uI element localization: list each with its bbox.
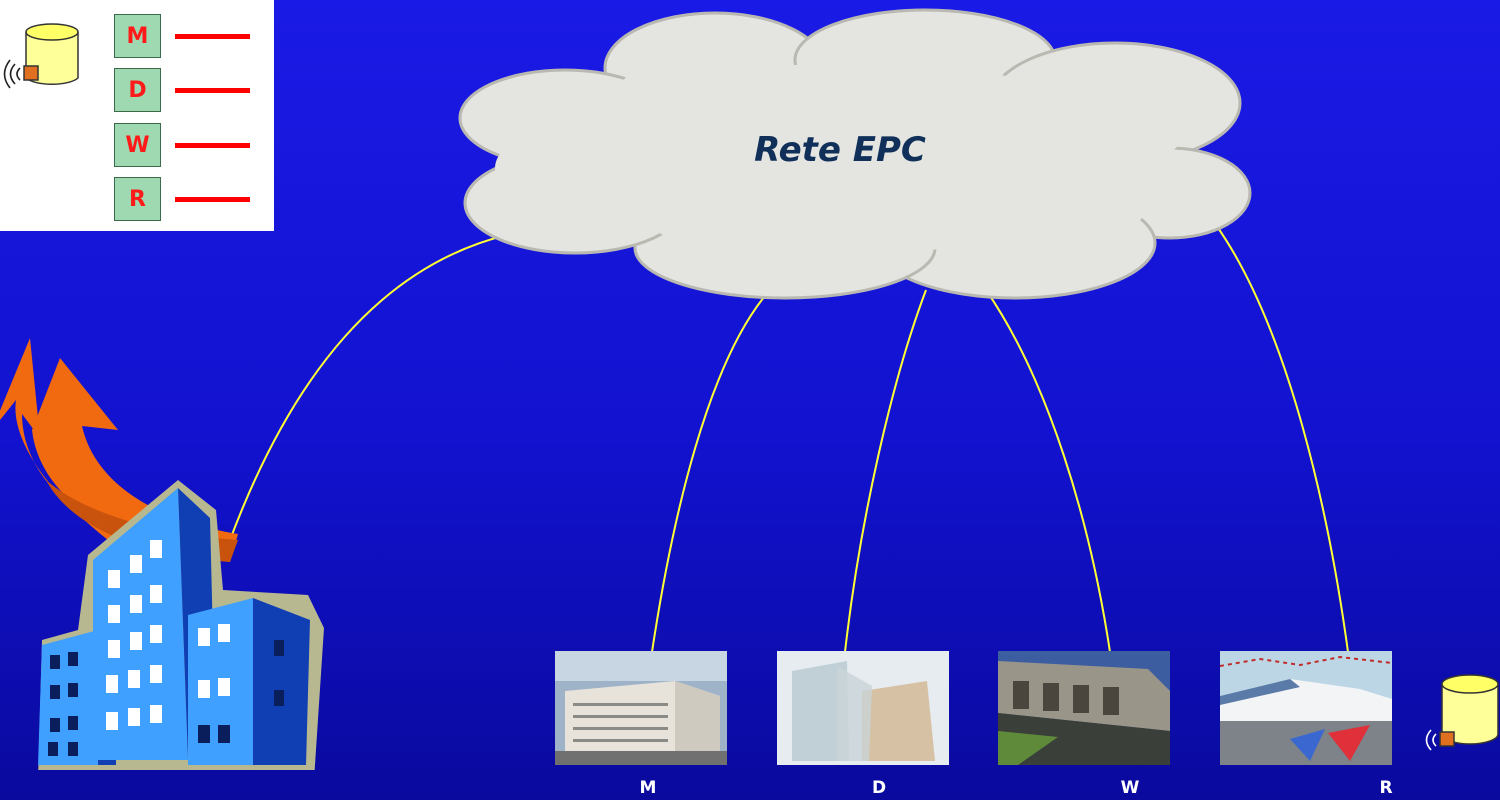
stage-line-d — [175, 88, 250, 93]
stage-line-w — [175, 143, 250, 148]
tag-history-panel: M D W R — [0, 0, 274, 231]
site-label-d: D — [871, 778, 887, 798]
stage-box-r: R — [114, 177, 161, 221]
buildings-icon — [38, 480, 324, 770]
stage-box-m: M — [114, 14, 161, 58]
site-photo-d — [777, 651, 949, 765]
database-tag-icon — [3, 23, 79, 89]
database-tag-icon — [1425, 674, 1499, 751]
link-site-r — [1215, 224, 1349, 653]
site-label-w: W — [1120, 778, 1140, 798]
site-label-m: M — [639, 778, 657, 798]
stage-box-w: W — [114, 123, 161, 167]
stage-box-d: D — [114, 68, 161, 112]
stage-line-m — [175, 34, 250, 39]
cloud-label: Rete EPC — [754, 130, 926, 170]
link-hq — [229, 231, 521, 541]
site-label-r: R — [1379, 778, 1393, 798]
link-site-m — [651, 289, 771, 653]
link-site-d — [844, 289, 927, 653]
site-photo-r — [1220, 651, 1392, 765]
epc-network-cloud — [458, 8, 1252, 300]
site-photo-m — [555, 651, 727, 765]
site-photo-w — [998, 651, 1170, 765]
link-site-w — [985, 289, 1111, 653]
stage-line-r — [175, 197, 250, 202]
